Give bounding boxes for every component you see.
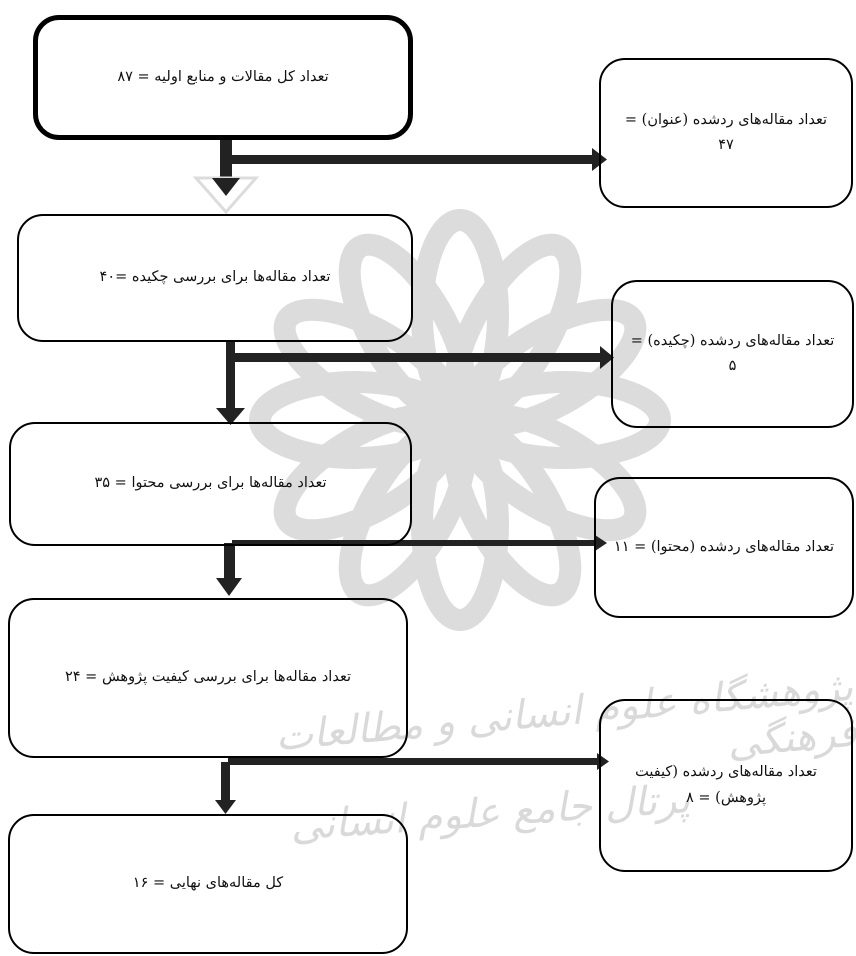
rejected-title-line2: ۴۷ — [718, 137, 734, 153]
box-final-articles-text: کل مقاله‌های نهایی = ۱۶ — [132, 875, 284, 892]
box-rejected-abstract-text: تعداد مقاله‌های ردشده (چکیده) = ۵ — [617, 329, 849, 380]
box-abstract-review: تعداد مقاله‌ها برای بررسی چکیده =۴۰ — [17, 214, 413, 342]
rejected-abstract-line1: تعداد مقاله‌های ردشده (چکیده) = — [630, 332, 835, 349]
box-rejected-title: تعداد مقاله‌های ردشده (عنوان) = ۴۷ — [599, 58, 853, 208]
rejected-title-line1: تعداد مقاله‌های ردشده (عنوان) = — [624, 111, 828, 128]
box-content-review: تعداد مقاله‌ها برای بررسی محتوا = ۳۵ — [9, 422, 412, 546]
box-quality-review-text: تعداد مقاله‌ها برای بررسی کیفیت پژوهش = … — [65, 669, 351, 686]
box-final-articles: کل مقاله‌های نهایی = ۱۶ — [8, 814, 408, 954]
box-content-review-text: تعداد مقاله‌ها برای بررسی محتوا = ۳۵ — [94, 475, 327, 492]
box-rejected-title-text: تعداد مقاله‌های ردشده (عنوان) = ۴۷ — [611, 108, 841, 159]
box-rejected-content: تعداد مقاله‌های ردشده (محتوا) = ۱۱ — [594, 477, 854, 618]
rejected-abstract-line2: ۵ — [728, 358, 737, 374]
box-total-articles: تعداد کل مقالات و منابع اولیه = ۸۷ — [33, 15, 413, 140]
box-rejected-abstract: تعداد مقاله‌های ردشده (چکیده) = ۵ — [611, 280, 854, 428]
rejected-quality-line2: پژوهش) = ۸ — [686, 789, 766, 806]
box-total-articles-text: تعداد کل مقالات و منابع اولیه = ۸۷ — [117, 68, 329, 85]
box-rejected-quality: تعداد مقاله‌های ردشده (کیفیت پژوهش) = ۸ — [599, 699, 853, 872]
box-quality-review: تعداد مقاله‌ها برای بررسی کیفیت پژوهش = … — [8, 598, 408, 758]
box-rejected-quality-text: تعداد مقاله‌های ردشده (کیفیت پژوهش) = ۸ — [621, 760, 831, 811]
rejected-quality-line1: تعداد مقاله‌های ردشده (کیفیت — [635, 764, 817, 781]
rejected-content-line1: تعداد مقاله‌های ردشده (محتوا) = ۱۱ — [613, 538, 835, 555]
box-abstract-review-text: تعداد مقاله‌ها برای بررسی چکیده =۴۰ — [99, 269, 331, 286]
box-rejected-content-text: تعداد مقاله‌های ردشده (محتوا) = ۱۱ — [600, 535, 848, 560]
